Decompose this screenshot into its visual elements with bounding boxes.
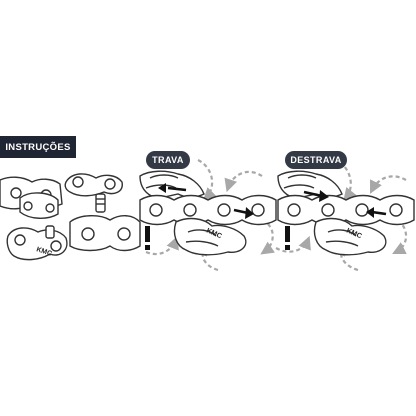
- dashed-curved-arrow-icon: [145, 235, 179, 256]
- master-link-hole: [104, 178, 116, 190]
- chain-pin: [10, 187, 22, 199]
- dashed-curved-arrow-icon: [370, 175, 407, 194]
- master-link-hole: [72, 176, 84, 188]
- panel-unlock: KMC: [275, 161, 415, 272]
- brand-label: KMC: [35, 246, 52, 258]
- instructions-title: INSTRUÇÕES: [5, 141, 71, 153]
- dashed-curved-arrow-icon: [275, 235, 311, 253]
- arrow-icon: [319, 190, 329, 202]
- exclamation-icon: [145, 226, 150, 250]
- hand-bottom: [313, 217, 387, 256]
- arrow-icon: [245, 207, 254, 219]
- dashed-curved-arrow-icon: [224, 170, 263, 193]
- unlock-label: DESTRAVA: [290, 155, 342, 165]
- chain-segment-right: [69, 215, 141, 252]
- lock-label-pill: TRAVA: [146, 151, 190, 169]
- panel-lock: KMC: [139, 159, 277, 272]
- arrow-icon: [167, 186, 187, 192]
- dashed-curved-arrow-icon: [197, 159, 217, 202]
- lock-label: TRAVA: [152, 155, 184, 165]
- hand-bottom: [173, 217, 247, 256]
- panel-assembly: KMC: [0, 173, 141, 261]
- arrow-icon: [366, 207, 374, 218]
- arrow-icon: [303, 190, 323, 198]
- unlock-label-pill: DESTRAVA: [285, 151, 347, 169]
- arrow-icon: [371, 210, 387, 216]
- arrow-icon: [158, 183, 166, 193]
- master-link-pin: [95, 193, 106, 213]
- instructions-badge: INSTRUÇÕES: [0, 136, 76, 158]
- master-link-pin: [45, 225, 55, 239]
- exclamation-icon: [285, 226, 290, 250]
